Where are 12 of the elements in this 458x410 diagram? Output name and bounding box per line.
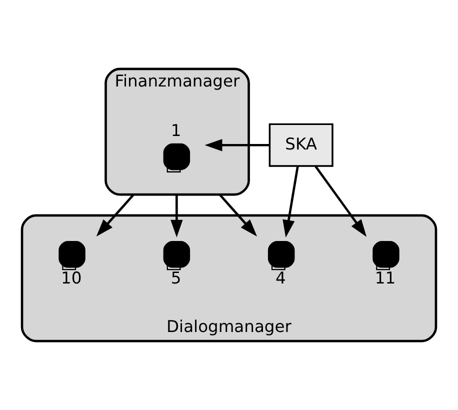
node-box: SKA xyxy=(268,123,334,167)
node-label: 1 xyxy=(170,121,182,140)
node-label: 11 xyxy=(374,268,396,288)
arrow xyxy=(96,194,135,236)
node-label: 4 xyxy=(276,268,286,288)
arrow xyxy=(314,166,367,237)
arrow xyxy=(204,139,270,152)
arrow xyxy=(282,166,299,238)
arrow xyxy=(170,194,183,238)
arrow xyxy=(218,194,258,236)
node-label: 5 xyxy=(170,268,182,288)
node-label: 10 xyxy=(60,268,82,288)
